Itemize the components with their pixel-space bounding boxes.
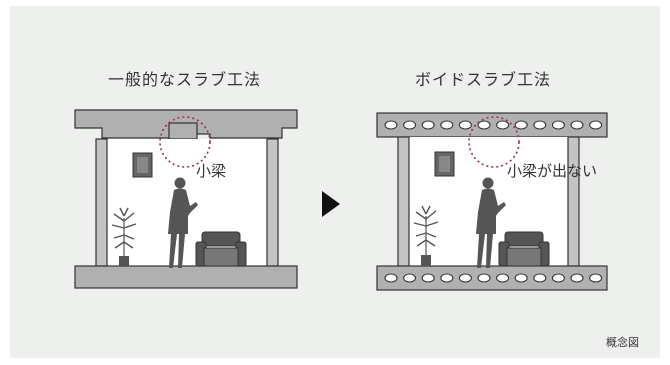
floor-void-hole — [551, 273, 565, 283]
wall-picture-inner — [137, 157, 148, 173]
ceiling-void-hole — [589, 120, 603, 130]
floor-void-hole — [589, 273, 603, 283]
void-slab-room — [376, 112, 608, 291]
floor-void-hole — [570, 273, 584, 283]
ceiling-void-hole — [458, 120, 472, 130]
small-beam-label: 小梁 — [196, 162, 227, 180]
ceiling-void-hole — [496, 120, 510, 130]
beam-highlight-circle — [159, 116, 211, 168]
floor-void-hole — [384, 273, 398, 283]
plant-icon-right — [413, 205, 439, 266]
floor-void-hole — [403, 273, 417, 283]
no-beam-highlight-circle — [468, 116, 520, 168]
no-small-beam-label: 小梁が出ない — [507, 162, 598, 180]
conventional-right-column — [266, 138, 279, 267]
diagram-svg — [74, 109, 608, 291]
conventional-slab-room — [74, 109, 298, 289]
ceiling-void-hole — [570, 120, 584, 130]
armchair-icon — [195, 231, 247, 267]
floor-void-hole — [440, 273, 454, 283]
void-slab-title: ボイドスラブ工法 — [415, 70, 552, 89]
person-silhouette-icon — [168, 177, 198, 268]
person-silhouette-icon-right — [476, 177, 506, 268]
ceiling-void-hole — [514, 120, 528, 130]
conventional-floor-slab — [74, 265, 298, 289]
floor-void-hole — [458, 273, 472, 283]
diagram-panel: 一般的なスラブ工法 小梁 ボイドスラブ工法 小梁が出ない 概念図 — [10, 6, 660, 358]
conventional-left-column — [95, 138, 108, 267]
armchair-icon-right — [498, 231, 550, 267]
floor-void-hole — [496, 273, 510, 283]
wall-picture-inner-right — [439, 156, 450, 172]
floor-void-hole — [477, 273, 491, 283]
ceiling-void-hole — [477, 120, 491, 130]
conceptual-diagram-note: 概念図 — [606, 336, 639, 349]
ceiling-void-hole — [421, 120, 435, 130]
transition-arrow-icon — [322, 191, 340, 217]
floor-void-hole — [514, 273, 528, 283]
plant-icon — [111, 207, 137, 266]
ceiling-void-hole — [440, 120, 454, 130]
conventional-slab-title: 一般的なスラブ工法 — [108, 70, 262, 89]
ceiling-void-hole — [551, 120, 565, 130]
ceiling-void-hole — [533, 120, 547, 130]
small-beam — [168, 122, 198, 140]
ceiling-void-hole — [403, 120, 417, 130]
floor-void-hole — [421, 273, 435, 283]
ceiling-void-holes — [384, 120, 603, 130]
void-left-column — [397, 136, 410, 267]
floor-void-hole — [533, 273, 547, 283]
void-right-column — [567, 136, 580, 267]
ceiling-void-hole — [384, 120, 398, 130]
floor-void-holes — [384, 273, 603, 283]
